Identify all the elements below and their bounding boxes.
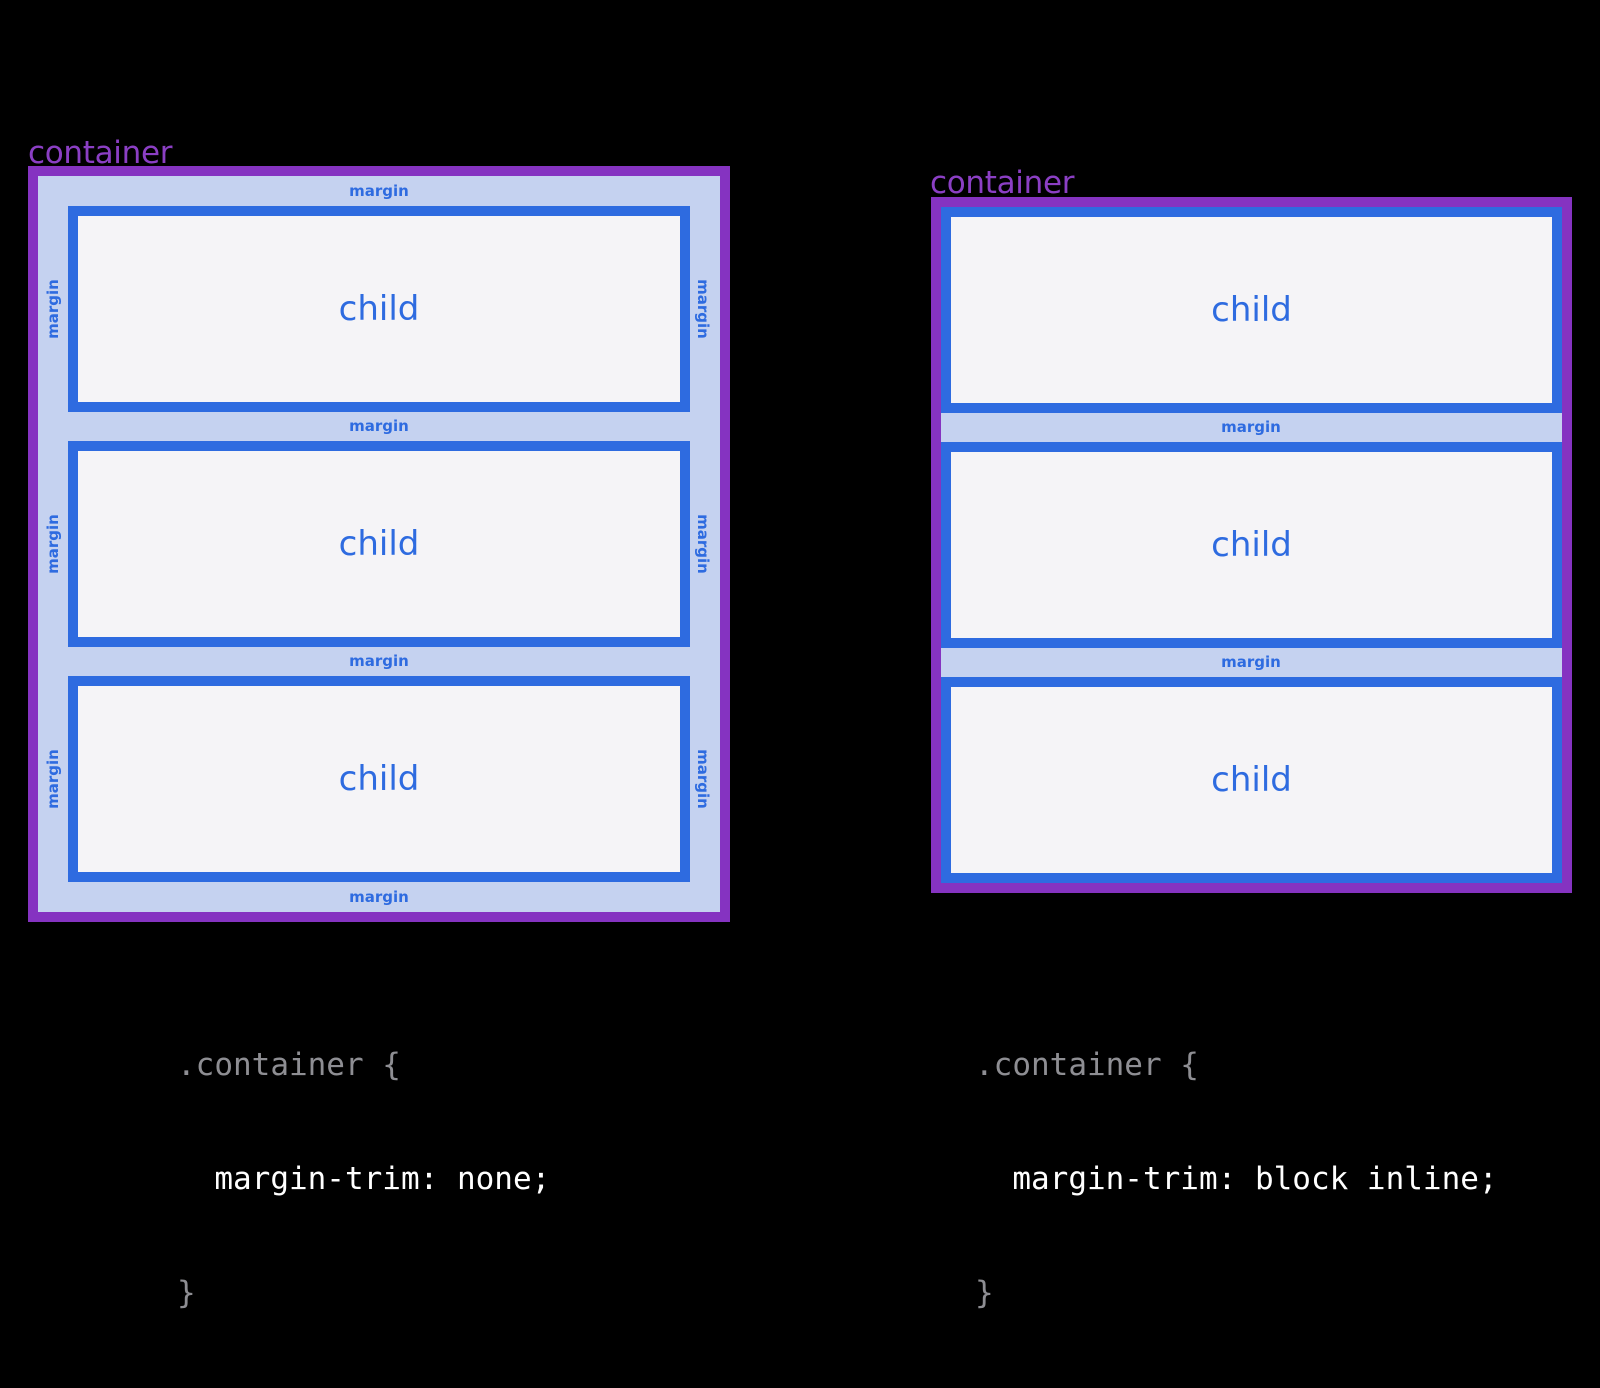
left-margin-inline-end-1: margin — [694, 279, 712, 339]
left-margin-top: margin — [349, 182, 409, 200]
left-margin-between-2: margin — [349, 652, 409, 670]
right-code-block: .container { margin-trim: block inline; … — [975, 970, 1498, 1388]
right-container-label: container — [930, 165, 1075, 201]
left-margin-inline-start-1: margin — [44, 279, 62, 339]
child-label: child — [338, 524, 420, 564]
child-label: child — [1211, 290, 1292, 330]
code-close-brace: } — [975, 1275, 994, 1311]
child-label: child — [1211, 760, 1292, 800]
child-label: child — [1211, 525, 1292, 565]
right-margin-between-2: margin — [1221, 653, 1281, 671]
left-margin-inline-end-3: margin — [694, 749, 712, 809]
left-container-label: container — [28, 135, 173, 171]
right-child-2: child — [941, 442, 1562, 648]
left-margin-bottom: margin — [349, 888, 409, 906]
left-child-3: child — [68, 676, 690, 882]
right-child-1: child — [941, 207, 1562, 413]
left-child-1: child — [68, 206, 690, 412]
left-code-block: .container { margin-trim: none; } — [177, 970, 550, 1388]
right-child-3: child — [941, 677, 1562, 883]
left-margin-inline-start-2: margin — [44, 514, 62, 574]
right-margin-between-1: margin — [1221, 418, 1281, 436]
left-child-2: child — [68, 441, 690, 647]
code-declaration: margin-trim: block inline; — [975, 1161, 1498, 1197]
code-close-brace: } — [177, 1275, 196, 1311]
code-selector: .container { — [177, 1047, 401, 1083]
left-margin-inline-start-3: margin — [44, 749, 62, 809]
margin-trim-diagram: container child child child margin margi… — [28, 135, 1572, 1311]
left-margin-inline-end-2: margin — [694, 514, 712, 574]
child-label: child — [338, 289, 420, 329]
code-selector: .container { — [975, 1047, 1199, 1083]
child-label: child — [338, 759, 420, 799]
left-margin-between-1: margin — [349, 417, 409, 435]
code-declaration: margin-trim: none; — [177, 1161, 551, 1197]
